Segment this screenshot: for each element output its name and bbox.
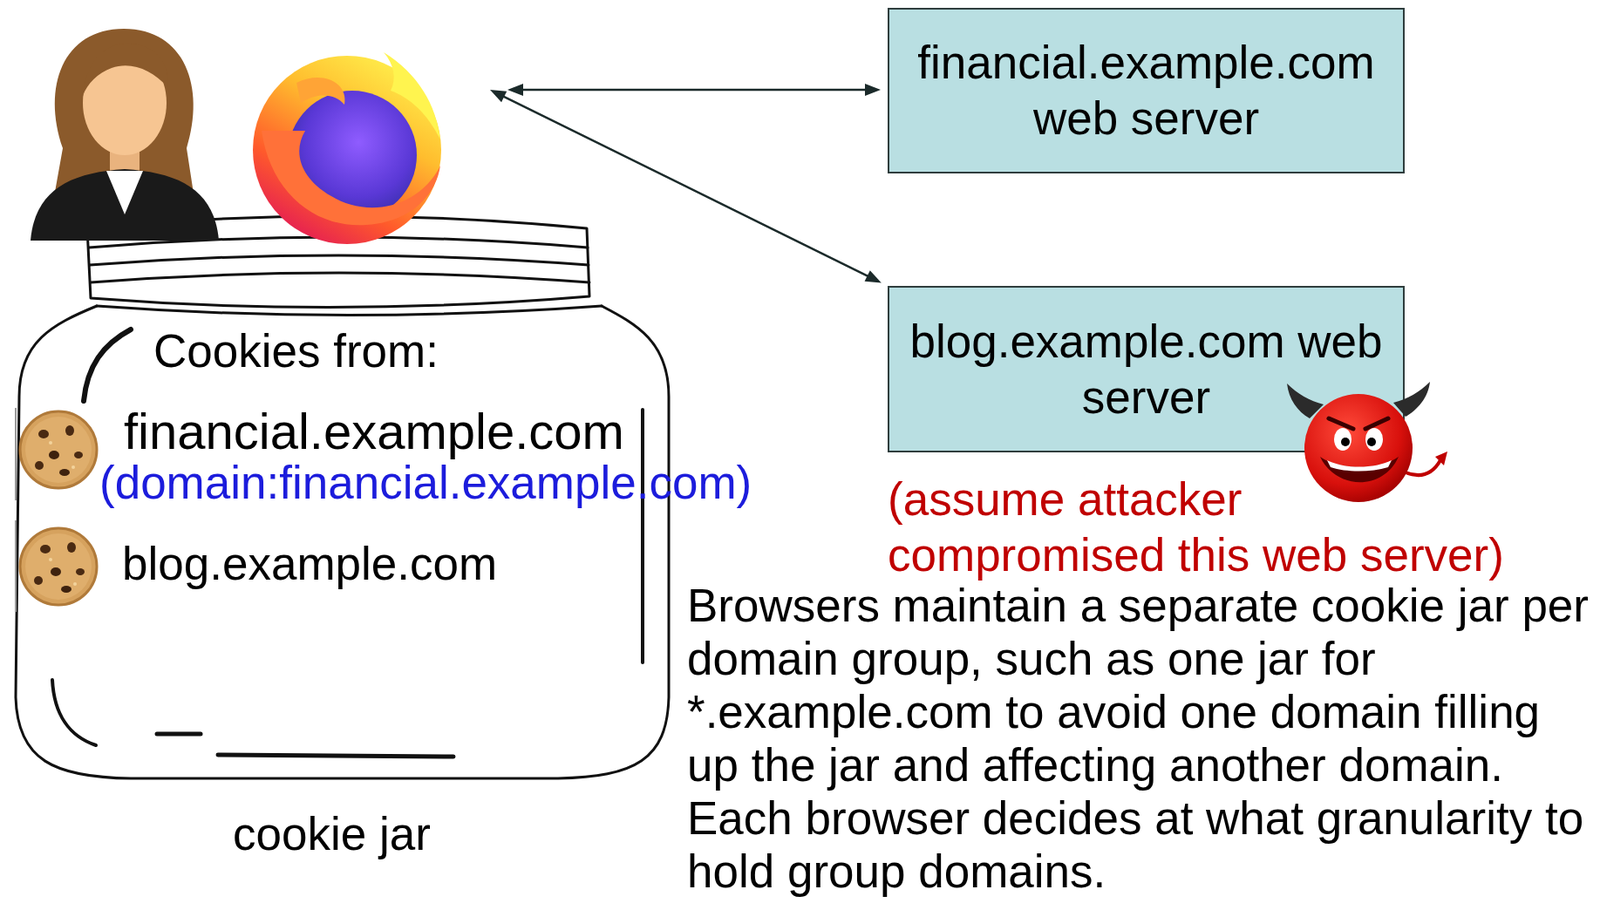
- cookie-domain: blog.example.com: [122, 537, 498, 592]
- arrowhead: [490, 89, 507, 103]
- firefox-logo: [252, 52, 442, 245]
- connector-arrow: [507, 83, 881, 96]
- server-label: financial.example.com web server: [906, 34, 1386, 147]
- arrowhead: [864, 83, 881, 96]
- cookie-domain: financial.example.com: [123, 406, 625, 457]
- arrowhead: [507, 83, 524, 96]
- arrowhead: [864, 270, 882, 283]
- user-icon: [30, 28, 219, 241]
- jar-caption: cookie jar: [232, 808, 431, 862]
- connector-line: [502, 95, 869, 277]
- cookie-jar: Cookies from: financial.example.com(domai…: [0, 89, 768, 867]
- server-label: blog.example.com web server: [906, 313, 1386, 426]
- cookie-icon: [15, 408, 97, 501]
- attacker-note: (assume attacker compromised this web se…: [887, 471, 1516, 584]
- cookie-icon: [15, 520, 97, 613]
- server-box: financial.example.com web server: [887, 7, 1405, 174]
- server-box: blog.example.com web server: [887, 285, 1405, 453]
- explanation-text: Browsers maintain a separate cookie jar …: [687, 578, 1594, 899]
- attacker-devil: [1274, 376, 1450, 508]
- connector-arrow: [490, 89, 882, 283]
- connector-line: [521, 88, 867, 92]
- jar-heading: Cookies from:: [153, 325, 439, 379]
- cookie-domain-attribute: (domain:financial.example.com): [99, 459, 752, 506]
